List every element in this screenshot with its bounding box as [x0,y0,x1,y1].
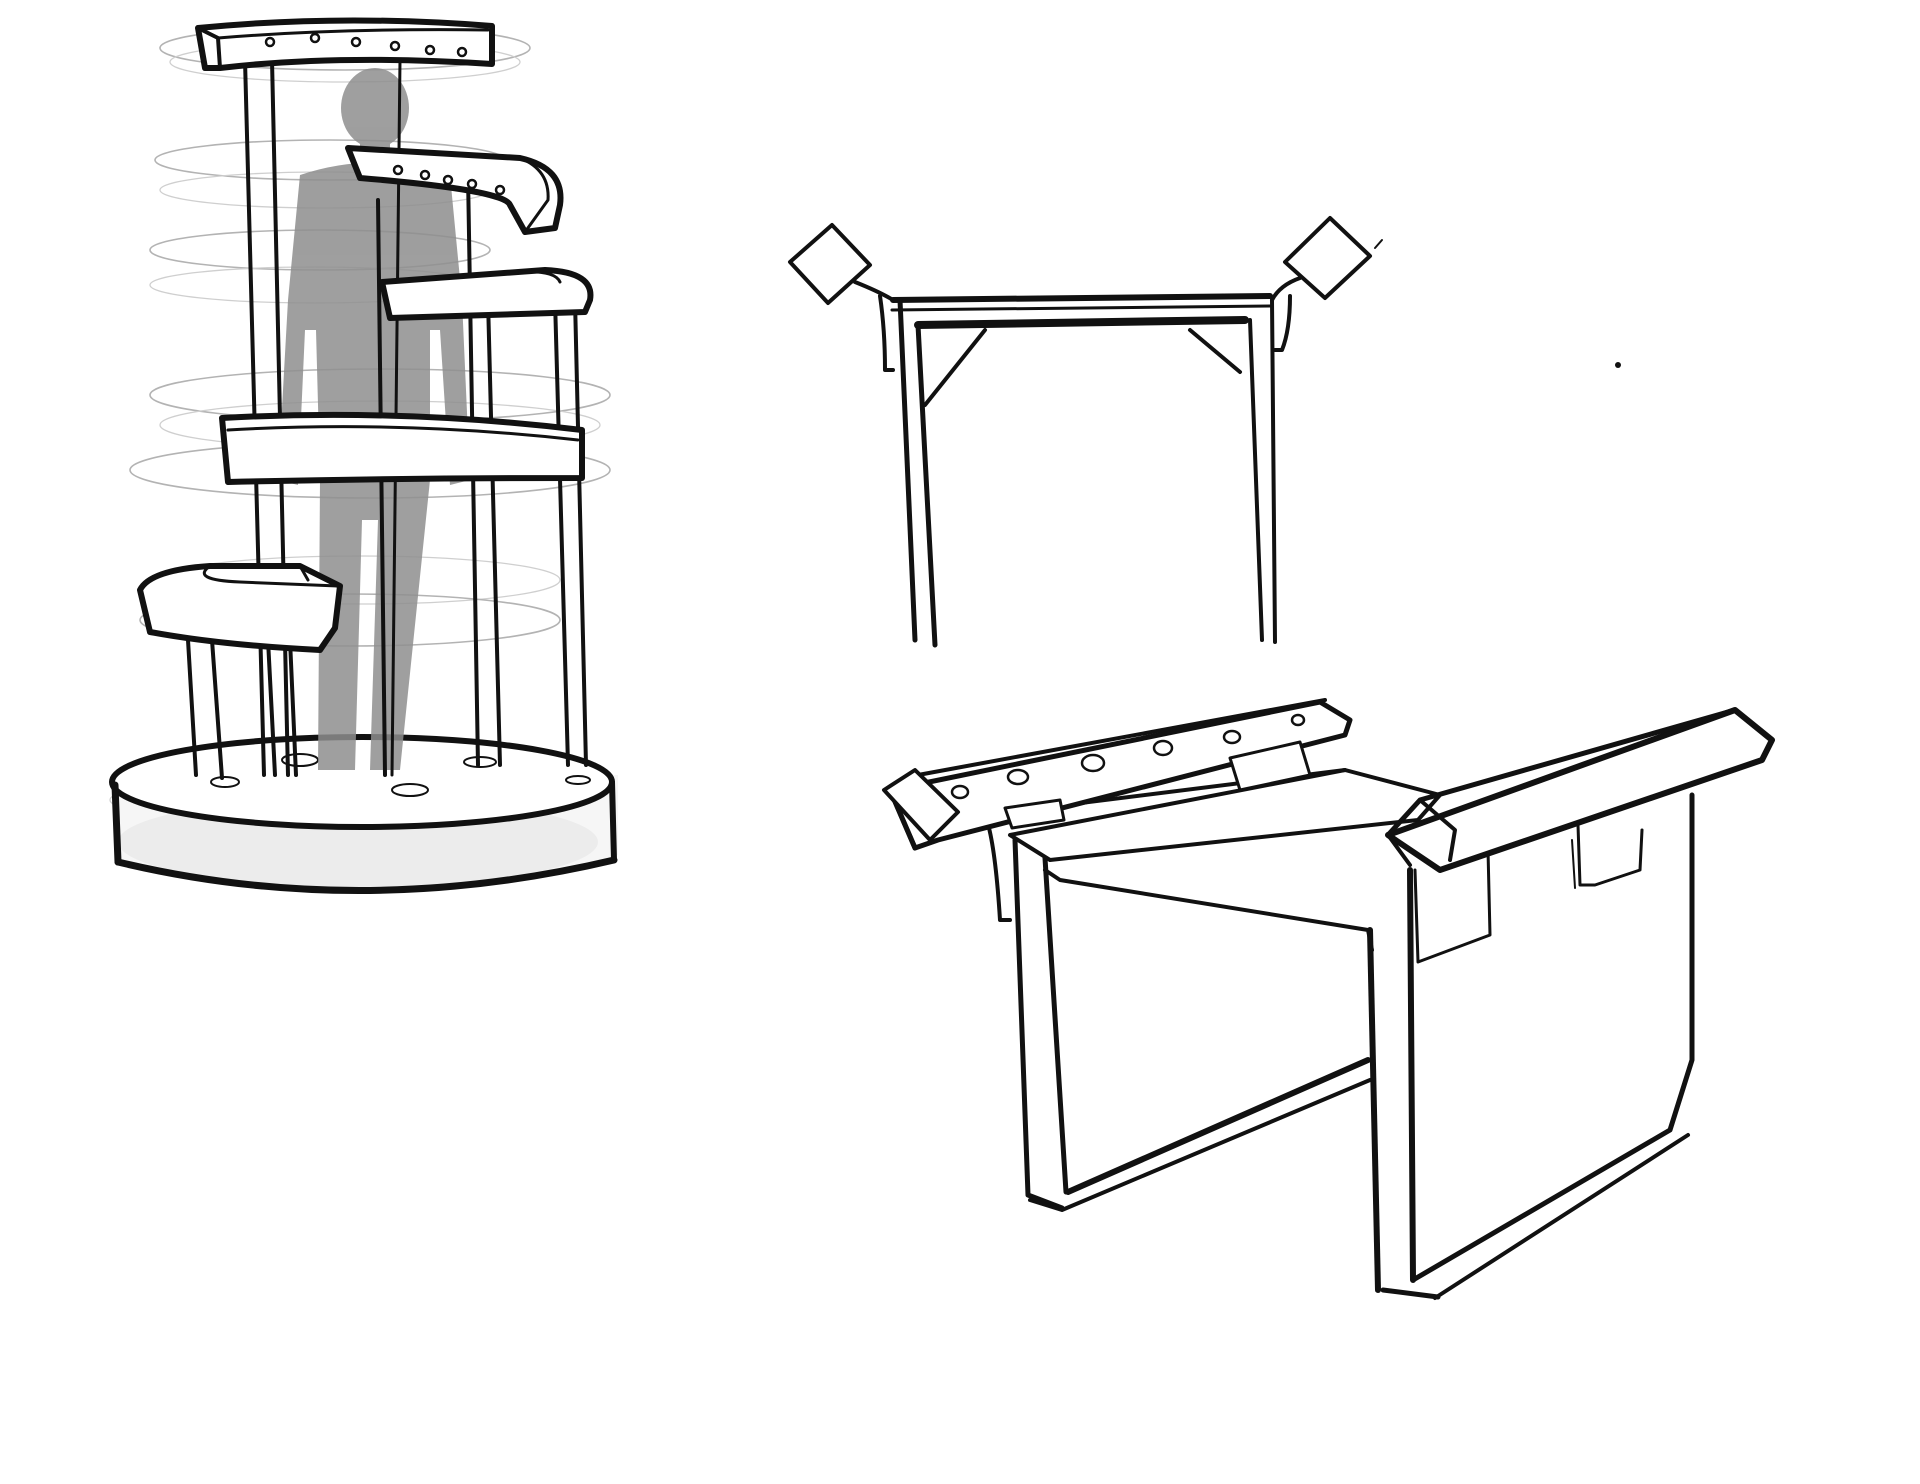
curved-scanner-arm [345,145,564,235]
gate-front-view-sketch [788,216,1621,648]
left-light-head-icon [788,223,895,305]
wide-beam-arm [1385,707,1775,873]
stray-dot [1615,362,1621,368]
middle-shelf-arm [379,267,594,321]
rotating-base-platform [109,734,618,894]
arm-sensor-dots [264,32,468,58]
scanner-tower-sketch [109,17,618,894]
right-light-head-icon [1270,216,1383,302]
gate-perspective-sketch [882,698,1775,1300]
scanner-bar-arm [882,698,1353,851]
mounting-bracket [1413,823,1644,964]
wide-shelf-arm [219,411,585,485]
lower-curved-shelf-arm [137,563,343,653]
top-scanner-arm [195,17,495,71]
